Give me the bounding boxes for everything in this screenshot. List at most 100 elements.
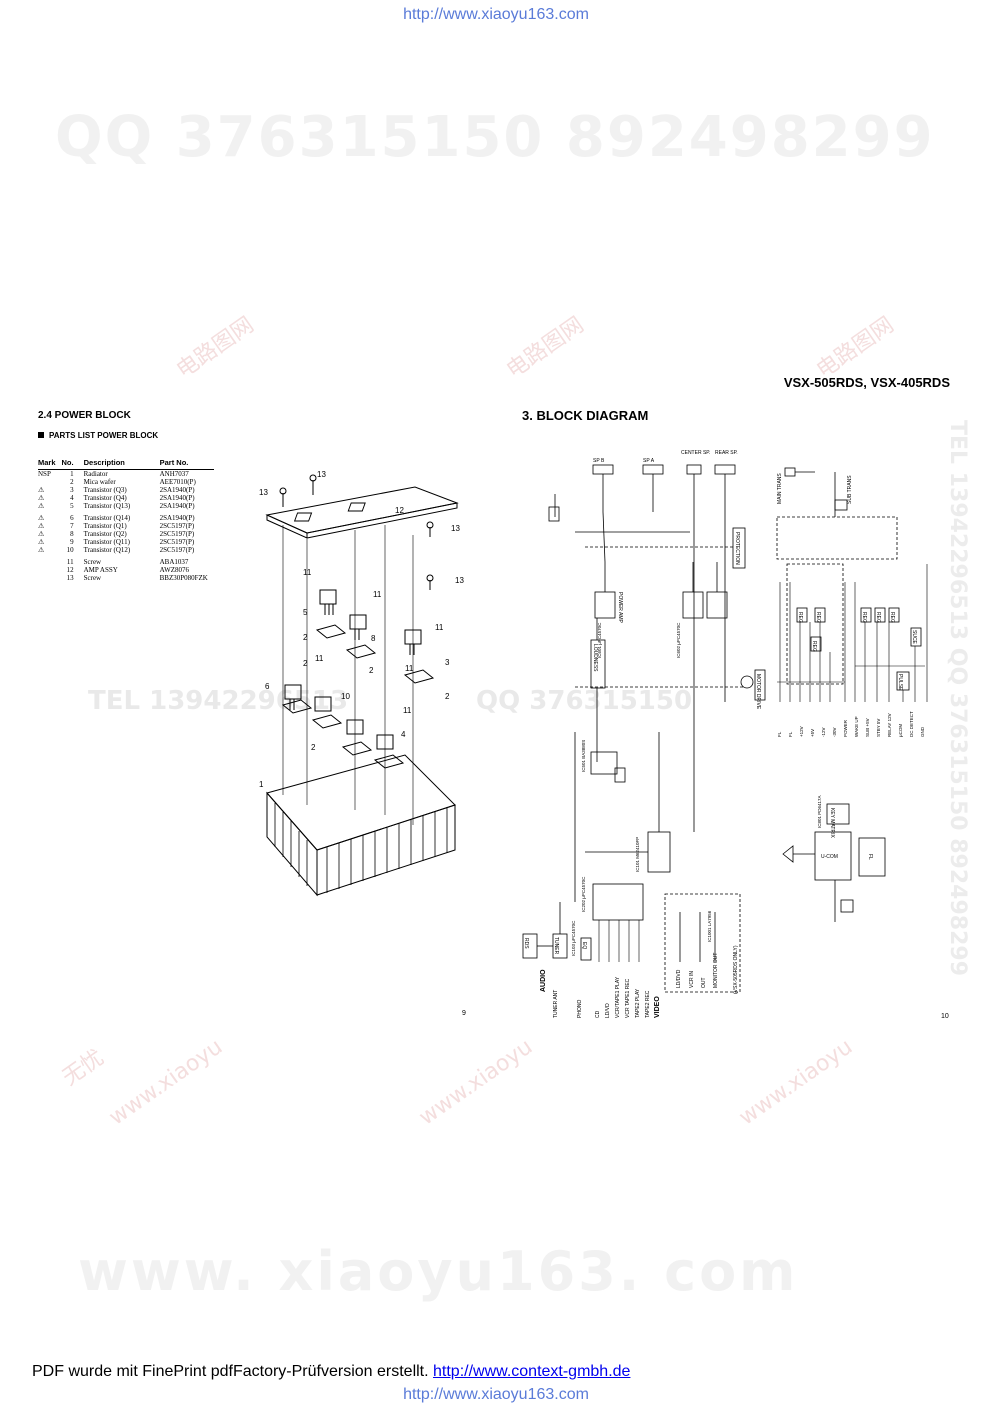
parts-description: Screw (83, 574, 102, 582)
exploded-label-1: 1 (259, 780, 264, 789)
block-diagram-title: 3. BLOCK DIAGRAM (522, 408, 649, 423)
watermark-wuxiao-1: 无忧 (58, 1045, 109, 1091)
power-block-exploded-view: 13 13 13 13 12 11 11 11 11 11 11 5 2 2 2… (259, 470, 464, 897)
eq-block (580, 937, 592, 961)
watermark-www-3: www.xiaoyu (734, 1034, 858, 1131)
label-loudness: LOUDNESS (592, 644, 598, 672)
exploded-label-13a: 13 (317, 470, 326, 479)
parts-part-no: AWZ8076 (159, 566, 189, 574)
footer-url[interactable]: http://www.xiaoyu163.com (403, 1386, 589, 1403)
col-no: No. (61, 458, 84, 470)
parts-no: 7 (70, 522, 74, 530)
exploded-label-11c: 11 (435, 623, 444, 632)
power-line-label: +5V (810, 729, 815, 737)
parts-table-row: 13 Screw BBZ30P080FZK (38, 574, 214, 582)
screw-13-group (279, 474, 434, 590)
parts-part-no: BBZ30P080FZK (159, 574, 208, 582)
power-line-label: SUB +5V (865, 718, 870, 737)
radiator (266, 754, 456, 897)
label-main-trans: MAIN TRANS (777, 473, 783, 504)
parts-mark: ⚠ (38, 522, 45, 530)
parts-part-no: AEE7010(P) (159, 478, 196, 486)
label-ic103: IC103 μPC4570C (571, 920, 576, 956)
label-center-sp: CENTER SP. (681, 450, 710, 456)
parts-mark: ⚠ (38, 486, 45, 494)
exploded-label-11a: 11 (303, 568, 312, 577)
label-input-tape2-play: TAPE2 PLAY (635, 988, 641, 1018)
label-ic601: IC601 μPC4570C (597, 622, 602, 658)
amp-assy-board (265, 486, 459, 534)
parts-mark: ⚠ (38, 546, 45, 554)
page-number-right: 10 (941, 1013, 949, 1020)
model-title: VSX-505RDS, VSX-405RDS (783, 375, 950, 390)
parts-mark: NSP (38, 470, 51, 478)
fl-block (858, 837, 886, 877)
exploded-label-5: 4 (401, 730, 406, 739)
label-video-ld: LD/DVD (676, 969, 682, 988)
parts-part-no: 2SC5197(P) (159, 538, 195, 546)
video-section (664, 893, 741, 993)
parts-part-no: 2SC5197(P) (159, 530, 195, 538)
sp-b-terminal (592, 464, 614, 475)
parts-no: 11 (66, 558, 74, 566)
exploded-label-2e: 2 (311, 743, 316, 752)
parts-list-subtitle-text: PARTS LIST POWER BLOCK (49, 431, 159, 440)
reg-3 (810, 636, 822, 652)
label-ic202: IC202 μPC4570C (581, 876, 586, 912)
parts-description: Screw (83, 558, 102, 566)
motor-drive-block (754, 669, 766, 701)
parts-part-no: ANH7037 (159, 470, 189, 478)
label-input-cd: CD (595, 1010, 601, 1018)
parts-description: Radiator (83, 470, 108, 478)
parts-part-no: 2SA1940(P) (159, 514, 195, 522)
parts-mark (38, 566, 62, 574)
parts-part-no: ABA1037 (159, 558, 189, 566)
header-url[interactable]: http://www.xiaoyu163.com (403, 6, 589, 23)
label-phono: PHONO (577, 1000, 583, 1018)
parts-mark (38, 574, 62, 582)
parts-no: 13 (66, 574, 74, 582)
label-ic801: IC801 PD6417A (817, 795, 822, 828)
label-reg-4: REG (861, 612, 867, 623)
parts-mark: ⚠ (38, 514, 45, 522)
parts-table-row: 11 Screw ABA1037 (38, 558, 214, 566)
label-pulse: PULSE (897, 674, 903, 691)
power-line-label: FL (777, 731, 782, 737)
power-amp-2 (682, 591, 704, 619)
parts-no: 1 (70, 470, 74, 478)
parts-mark: ⚠ (38, 530, 45, 538)
parts-part-no: 2SA1940(P) (159, 494, 195, 502)
power-line-label: STBY 5V (876, 719, 881, 737)
watermark-cn-1: 电路图网 (172, 312, 259, 384)
footer: PDF wurde mit FinePrint pdfFactory-Prüfv… (32, 1363, 630, 1381)
power-line-label: WAKE UP (854, 716, 859, 737)
parts-description: Transistor (Q1) (83, 522, 127, 530)
power-line-label: -30V (832, 727, 837, 737)
label-video: VIDEO (654, 996, 661, 1018)
label-protection: PROTECTION (734, 532, 740, 565)
input-selector (592, 883, 644, 921)
footer-link[interactable]: http://www.context-gmbh.de (433, 1363, 631, 1380)
label-motor-drive: MOTOR DRIVE (755, 674, 761, 710)
power-line-label: -12V (821, 727, 826, 737)
label-fl: FL (867, 854, 873, 860)
label-rear-sp: REAR SP. (715, 450, 738, 456)
parts-description: Transistor (Q2) (83, 530, 127, 538)
watermark-www-1: www.xiaoyu (104, 1034, 228, 1131)
label-video-vcr-in: VCR IN (689, 971, 695, 988)
exploded-label-11d: 11 (405, 664, 414, 673)
parts-no: 12 (66, 566, 74, 574)
watermark-mid-tel: TEL 13942296513 (88, 686, 349, 716)
surround-block (647, 831, 671, 873)
parts-list-subtitle: PARTS LIST POWER BLOCK (38, 431, 158, 440)
parts-description: Transistor (Q4) (83, 494, 127, 502)
rear-sp-terminal (714, 464, 736, 475)
parts-description: Transistor (Q11) (83, 538, 130, 546)
exploded-label-6: 6 (265, 682, 270, 691)
watermark-cn-2: 电路图网 (502, 312, 589, 384)
label-ic1001: IC1001 LA7956 (707, 910, 712, 942)
power-line-label: RELAY 12V (887, 713, 892, 737)
exploded-label-11f: 11 (403, 706, 412, 715)
